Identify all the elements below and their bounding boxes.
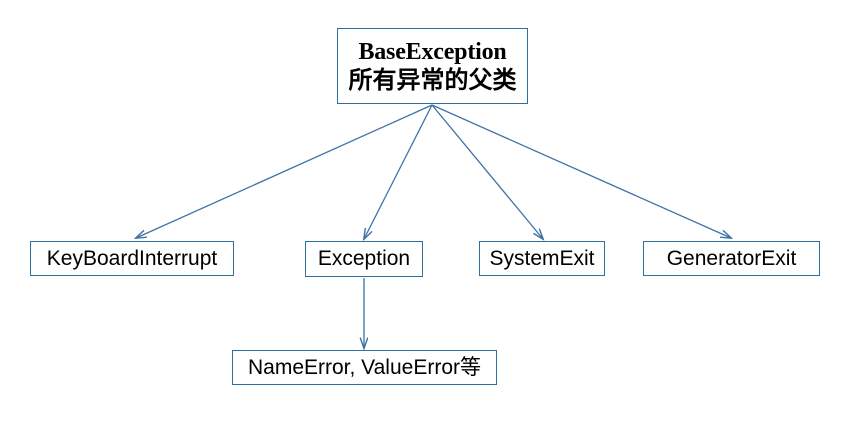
node-generatorexit-label: GeneratorExit: [666, 246, 797, 270]
node-systemexit[interactable]: SystemExit: [479, 241, 605, 276]
edge-root-to-systemexit: [431, 104, 543, 239]
node-exception[interactable]: Exception: [305, 241, 423, 277]
node-keyboardinterrupt[interactable]: KeyBoardInterrupt: [30, 241, 234, 276]
edge-root-to-keyboardinterrupt: [136, 104, 433, 238]
node-baseexception-label-en: BaseException: [358, 38, 507, 65]
node-keyboardinterrupt-label: KeyBoardInterrupt: [46, 246, 218, 270]
node-generatorexit[interactable]: GeneratorExit: [643, 241, 820, 276]
node-baseexception[interactable]: BaseException 所有异常的父类: [337, 28, 528, 104]
node-exception-label: Exception: [317, 247, 411, 271]
node-errors-label: NameError, ValueError等: [247, 355, 481, 379]
node-errors[interactable]: NameError, ValueError等: [232, 350, 497, 385]
edge-root-to-generatorexit: [431, 104, 731, 238]
edge-root-to-exception: [364, 104, 433, 239]
node-systemexit-label: SystemExit: [489, 246, 595, 270]
node-baseexception-label-zh: 所有异常的父类: [348, 65, 517, 94]
